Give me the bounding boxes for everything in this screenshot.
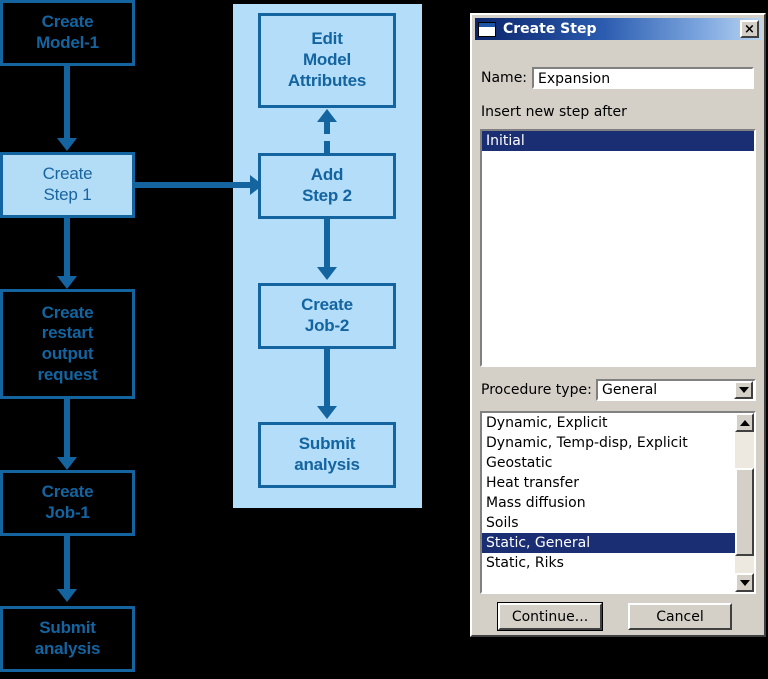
flow-box-line: Model-1 — [36, 33, 99, 52]
arrow-addstep2-to-editmodel-head — [317, 109, 337, 122]
scrollbar-thumb[interactable] — [735, 468, 754, 556]
flow-box-line: Job-2 — [304, 316, 350, 335]
flow-box-create-restart-output-request[interactable]: Create restart output request — [0, 289, 135, 399]
procedure-type-value: General — [602, 382, 658, 398]
flow-box-line: restart — [41, 323, 94, 343]
procedure-type-select[interactable]: General — [596, 379, 756, 401]
arrow-addstep2-to-job2-head — [317, 267, 337, 280]
flow-box-add-step-2[interactable]: Add Step 2 — [258, 153, 396, 219]
flow-box-line: request — [37, 364, 98, 384]
scroll-up-icon[interactable] — [735, 413, 754, 432]
flow-box-line: output — [41, 344, 94, 363]
flow-box-create-step-1[interactable]: Create Step 1 — [0, 152, 135, 218]
arrow-model1-to-step1-shaft — [64, 66, 70, 138]
flow-box-line: Add — [310, 165, 344, 185]
flow-box-line: Step 2 — [302, 186, 352, 205]
scroll-down-icon[interactable] — [735, 573, 754, 592]
list-item[interactable]: Dynamic, Explicit — [486, 415, 608, 431]
flow-box-create-model-1[interactable]: Create Model-1 — [0, 0, 135, 66]
arrow-restart-to-job1-shaft — [64, 399, 70, 457]
window-icon — [478, 21, 496, 37]
flow-box-line: Submit — [39, 618, 96, 638]
flow-box-line: analysis — [294, 455, 360, 474]
flow-box-line: Create — [301, 295, 353, 315]
insert-step-label: Insert new step after — [481, 104, 627, 120]
arrow-job1-to-submit-head — [57, 589, 77, 602]
name-label: Name: — [481, 70, 528, 86]
procedure-listbox[interactable]: Dynamic, Explicit Dynamic, Temp-disp, Ex… — [480, 411, 756, 594]
arrow-job2-to-submit-shaft — [324, 349, 330, 406]
arrow-step1-to-addstep2-shaft — [135, 182, 253, 188]
arrow-addstep2-to-job2-shaft — [324, 219, 330, 267]
flow-box-line: Create — [42, 164, 93, 184]
flow-box-create-job-2[interactable]: Create Job-2 — [258, 283, 396, 349]
flow-box-submit-analysis-1[interactable]: Submit analysis — [0, 606, 135, 672]
name-input[interactable]: Expansion — [532, 67, 754, 89]
procedure-scrollbar[interactable] — [735, 413, 754, 592]
close-icon[interactable]: × — [740, 20, 759, 38]
arrow-restart-to-job1-head — [57, 457, 77, 470]
arrow-step1-to-restart-shaft — [64, 218, 70, 276]
flow-box-line: Attributes — [287, 70, 367, 90]
flow-box-line: Job-1 — [45, 503, 90, 522]
flow-box-line: Edit — [311, 29, 343, 49]
flow-box-line: Step 1 — [43, 185, 92, 204]
list-item[interactable]: Heat transfer — [486, 475, 579, 491]
chevron-down-icon[interactable] — [734, 381, 753, 399]
continue-button[interactable]: Continue... — [497, 602, 603, 631]
list-item[interactable]: Soils — [486, 515, 519, 531]
flow-box-create-job-1[interactable]: Create Job-1 — [0, 470, 135, 536]
dialog-titlebar[interactable]: Create Step × — [475, 18, 761, 40]
flow-box-line: Model — [302, 50, 352, 70]
flow-box-line: Submit — [298, 434, 356, 454]
arrow-addstep2-to-editmodel-shaft — [324, 122, 330, 153]
list-item[interactable]: Geostatic — [486, 455, 553, 471]
insert-after-listbox[interactable]: Initial — [480, 129, 756, 367]
arrow-job1-to-submit-shaft — [64, 536, 70, 589]
arrow-step1-to-restart-head — [57, 276, 77, 289]
list-item[interactable]: Static, General — [482, 533, 735, 553]
flow-box-line: Create — [41, 302, 94, 322]
flow-box-line: Create — [41, 482, 94, 502]
arrow-model1-to-step1-head — [57, 138, 77, 151]
dialog-title: Create Step — [503, 21, 597, 37]
procedure-type-label: Procedure type: — [481, 382, 592, 398]
cancel-button[interactable]: Cancel — [628, 603, 732, 630]
list-item[interactable]: Static, Riks — [486, 555, 564, 571]
create-step-dialog: Create Step × Name: Expansion Insert new… — [470, 13, 766, 637]
flow-box-submit-analysis-2[interactable]: Submit analysis — [258, 422, 396, 488]
list-item[interactable]: Initial — [482, 131, 754, 151]
flow-box-edit-model-attributes[interactable]: Edit Model Attributes — [258, 13, 396, 108]
flow-box-line: analysis — [34, 639, 101, 658]
arrow-job2-to-submit-head — [317, 406, 337, 419]
flow-box-line: Create — [41, 12, 94, 32]
list-item[interactable]: Dynamic, Temp-disp, Explicit — [486, 435, 688, 451]
list-item[interactable]: Mass diffusion — [486, 495, 586, 511]
